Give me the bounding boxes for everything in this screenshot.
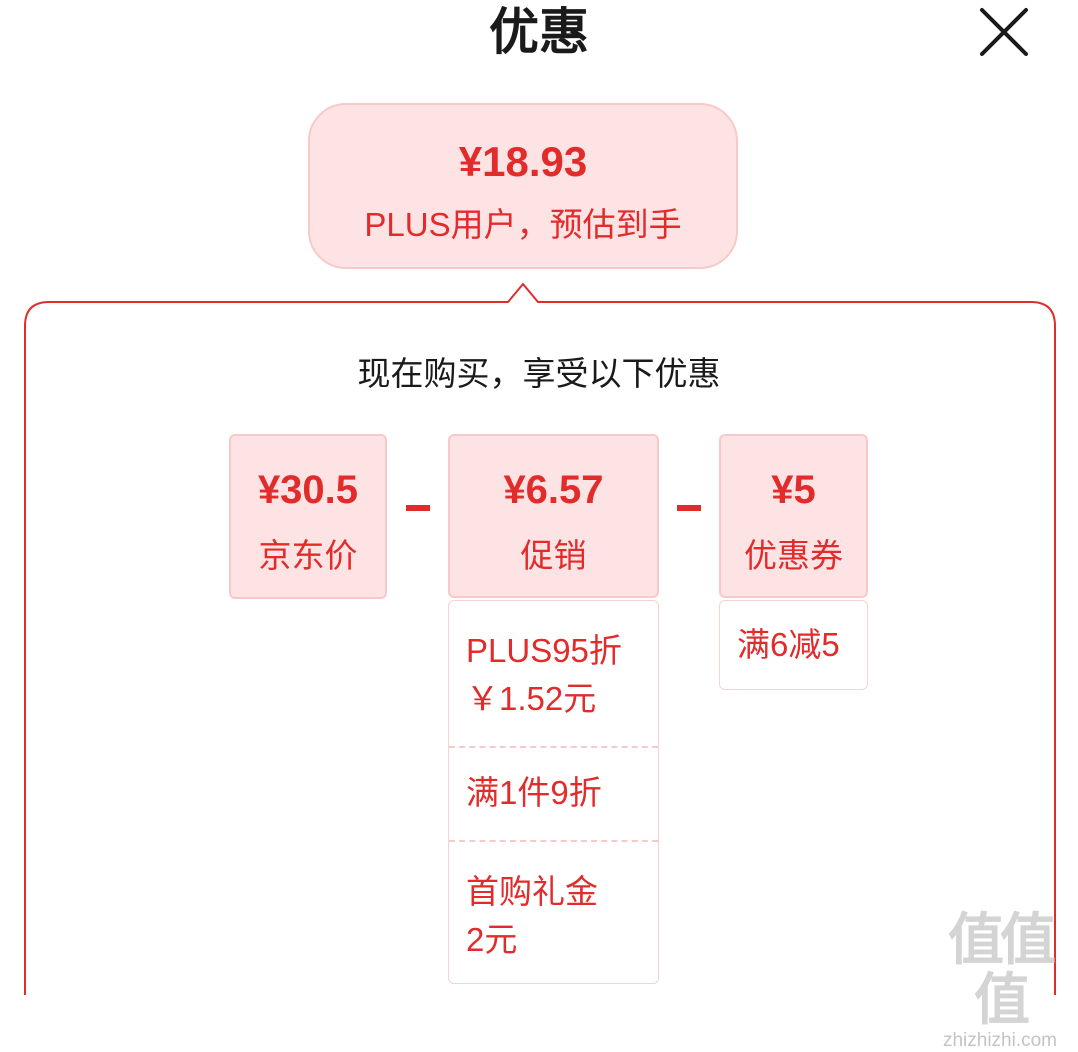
jd-price-amount: ¥30.5 bbox=[257, 468, 359, 512]
promotion-details: PLUS95折 ￥1.52元 满1件9折 首购礼金 2元 bbox=[448, 600, 659, 984]
promotion-item-amount: 2元 bbox=[466, 921, 518, 958]
minus-operator bbox=[406, 505, 430, 511]
promotion-amount: ¥6.57 bbox=[503, 468, 604, 512]
estimated-price: ¥18.93 bbox=[458, 138, 588, 185]
jd-price-label: 京东价 bbox=[258, 537, 358, 574]
promotion-item-text: PLUS95折 bbox=[466, 632, 622, 669]
coupon-amount: ¥5 bbox=[771, 468, 816, 512]
promotion-item-text: 首购礼金 bbox=[466, 873, 598, 910]
coupon-box: ¥5 优惠券 bbox=[719, 434, 868, 598]
list-item: 首购礼金 2元 bbox=[449, 840, 658, 983]
list-item: 满1件9折 bbox=[449, 746, 658, 840]
close-button[interactable] bbox=[976, 4, 1032, 60]
promotion-label: 促销 bbox=[520, 537, 587, 574]
coupon-details: 满6减5 bbox=[719, 600, 868, 690]
close-icon bbox=[980, 8, 1028, 56]
page-title: 优惠 bbox=[489, 4, 589, 60]
watermark-url: zhizhizhi.com bbox=[942, 1030, 1058, 1051]
promotion-item-text: 满1件9折 bbox=[466, 774, 602, 811]
estimated-price-note: PLUS用户，预估到手 bbox=[364, 206, 682, 243]
coupon-label: 优惠券 bbox=[744, 537, 843, 574]
list-item: 满6减5 bbox=[720, 601, 867, 689]
discount-panel-heading: 现在购买，享受以下优惠 bbox=[357, 355, 721, 392]
coupon-item-text: 满6减5 bbox=[737, 626, 840, 663]
list-item: PLUS95折 ￥1.52元 bbox=[449, 601, 658, 746]
minus-operator bbox=[677, 505, 701, 511]
promotion-item-amount: ￥1.52元 bbox=[466, 680, 597, 717]
watermark-logo: 值值值 bbox=[948, 908, 1056, 1031]
estimated-price-card: ¥18.93 PLUS用户，预估到手 bbox=[308, 103, 738, 269]
promotion-box: ¥6.57 促销 bbox=[448, 434, 659, 598]
site-watermark: 值值值 zhizhizhi.com bbox=[926, 910, 1074, 1052]
jd-price-box: ¥30.5 京东价 bbox=[229, 434, 387, 599]
